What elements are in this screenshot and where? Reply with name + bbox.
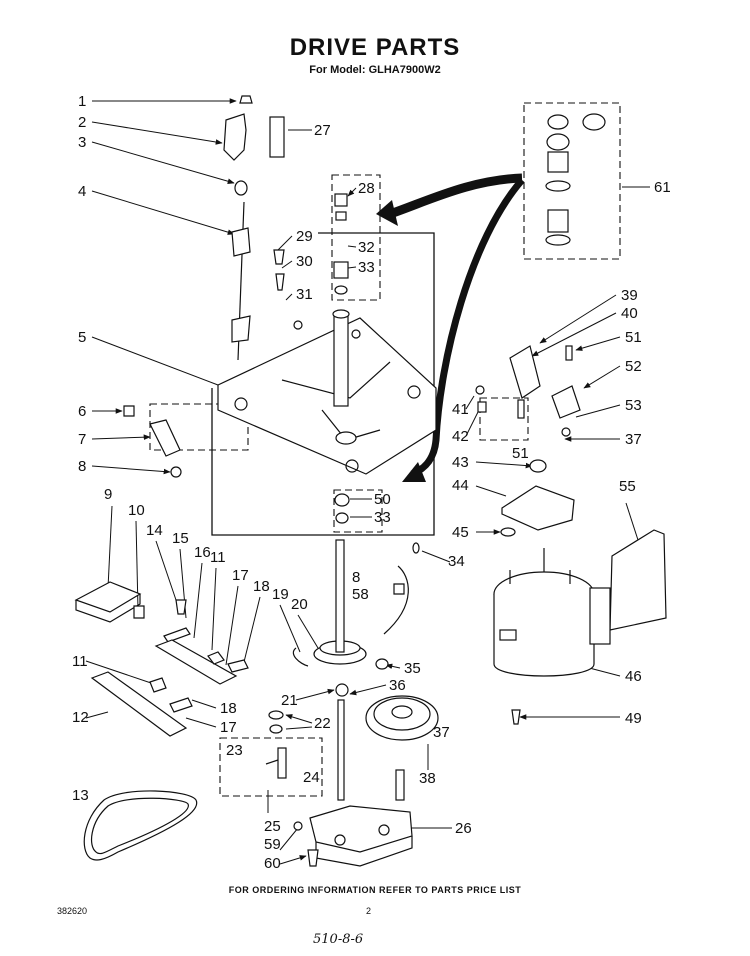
handwritten-note: 510-8-6: [313, 932, 364, 947]
callout-12: 12: [72, 709, 89, 726]
callout-42: 42: [452, 428, 469, 445]
callout-28: 28: [358, 180, 375, 197]
callout-46: 46: [625, 668, 642, 685]
callout-37a: 37: [625, 431, 642, 448]
callout-17b: 17: [220, 719, 237, 736]
callout-36: 36: [389, 677, 406, 694]
callout-26: 26: [455, 820, 472, 837]
callout-40: 40: [621, 305, 638, 322]
callout-39: 39: [621, 287, 638, 304]
callout-8: 8: [78, 458, 86, 475]
callout-11a: 11: [210, 549, 226, 566]
callout-2: 2: [78, 114, 86, 131]
callout-33b: 33: [374, 509, 391, 526]
callout-49: 49: [625, 710, 642, 727]
callout-14: 14: [146, 522, 163, 539]
callout-29: 29: [296, 228, 313, 245]
leader-lines: [85, 98, 650, 865]
callout-7: 7: [78, 431, 86, 448]
callout-44: 44: [452, 477, 469, 494]
callout-11b: 11: [72, 653, 88, 670]
callout-18b: 18: [220, 700, 237, 717]
callout-52: 52: [625, 358, 642, 375]
callout-30: 30: [296, 253, 313, 270]
callout-24: 24: [303, 769, 320, 786]
callout-35: 35: [404, 660, 421, 677]
callout-6: 6: [78, 403, 86, 420]
callout-31: 31: [296, 286, 313, 303]
callout-21: 21: [281, 692, 298, 709]
callout-22: 22: [314, 715, 331, 732]
callout-16: 16: [194, 544, 211, 561]
callout-3: 3: [78, 134, 86, 151]
callout-37b: 37: [433, 724, 450, 741]
callout-20: 20: [291, 596, 308, 613]
callout-55: 55: [619, 478, 636, 495]
callout-51b: 51: [512, 445, 529, 462]
page-number: 2: [366, 906, 372, 916]
ordering-note: FOR ORDERING INFORMATION REFER TO PARTS …: [228, 885, 522, 895]
callout-10: 10: [128, 502, 145, 519]
callout-41: 41: [452, 401, 469, 418]
callout-32: 32: [358, 239, 375, 256]
callout-18a: 18: [253, 578, 270, 595]
callout-51a: 51: [625, 329, 642, 346]
callout-25: 25: [264, 818, 281, 835]
callout-19: 19: [272, 586, 289, 603]
model-subtitle: For Model: GLHA7900W2: [309, 64, 441, 76]
callout-27: 27: [314, 122, 331, 139]
page-title: DRIVE PARTS: [289, 34, 461, 61]
callout-5: 5: [78, 329, 86, 346]
callout-4: 4: [78, 183, 86, 200]
callout-8b: 8: [352, 569, 360, 586]
callout-34: 34: [448, 553, 465, 570]
callout-38: 38: [419, 770, 436, 787]
callout-43: 43: [452, 454, 469, 471]
callout-23: 23: [226, 742, 243, 759]
document-number: 382620: [57, 906, 88, 916]
callout-1: 1: [78, 93, 86, 110]
part-drawings: [74, 95, 667, 867]
callout-53: 53: [625, 397, 642, 414]
curved-arrows: [376, 173, 525, 482]
callout-9: 9: [104, 486, 112, 503]
callout-58: 58: [352, 586, 369, 603]
callout-33a: 33: [358, 259, 375, 276]
callout-13: 13: [72, 787, 89, 804]
callout-59: 59: [264, 836, 281, 853]
callout-17a: 17: [232, 567, 249, 584]
callout-labels: 1 2 3 4 5 6 7 8 9 10 14 15 16 11 17 18 1…: [72, 93, 671, 872]
callout-45: 45: [452, 524, 469, 541]
callout-15: 15: [172, 530, 189, 547]
grouping-boxes: [149, 102, 621, 797]
callout-60: 60: [264, 855, 281, 872]
callout-61: 61: [654, 179, 671, 196]
